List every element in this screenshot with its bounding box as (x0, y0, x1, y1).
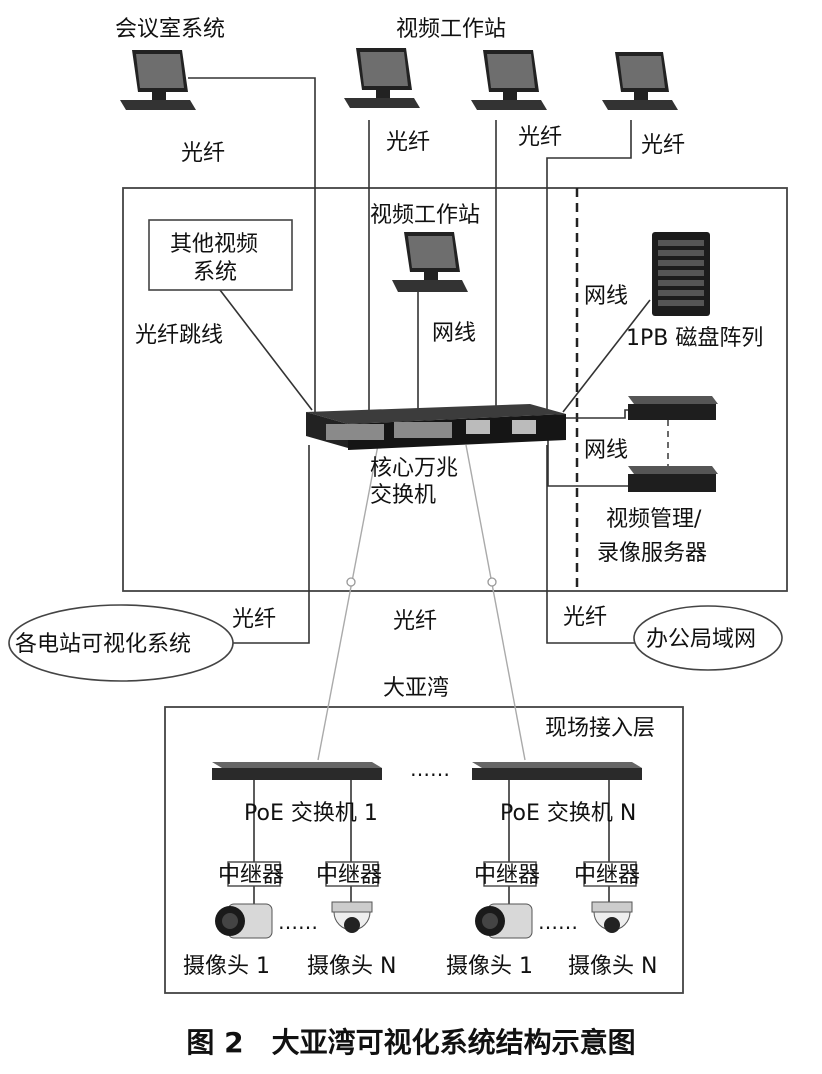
fiber-coupler-2 (487, 577, 497, 587)
core-switch-icon (306, 404, 566, 450)
label-video-workstation-top: 视频工作站 (396, 17, 506, 42)
monitor-icon-meeting-room (120, 50, 196, 110)
label-fiber-1: 光纤 (181, 141, 225, 166)
label-dayawan: 大亚湾 (383, 676, 449, 701)
label-fiber-5: 光纤 (232, 607, 276, 632)
label-video-server-2: 录像服务器 (597, 541, 707, 566)
label-field-access-layer: 现场接入层 (545, 716, 655, 741)
label-repeater-3: 中继器 (474, 863, 540, 888)
label-fiber-3: 光纤 (518, 125, 562, 150)
fiber-coupler-1 (346, 577, 356, 587)
wire-power-station (230, 445, 310, 644)
disk-array-icon (652, 232, 710, 316)
label-disk-array: 1PB 磁盘阵列 (626, 326, 763, 351)
wire-meeting-room (188, 77, 316, 412)
label-repeater-4: 中继器 (574, 863, 640, 888)
label-network-cable-2: 网线 (584, 284, 628, 309)
label-poe-switch-1: PoE 交换机 1 (244, 801, 378, 826)
label-repeater-2: 中继器 (316, 863, 382, 888)
label-video-workstation-inner: 视频工作站 (370, 203, 480, 228)
bullet-camera-icon-2 (475, 903, 533, 939)
repeater-box-2 (325, 861, 379, 887)
monitor-icon-ws-3 (602, 52, 678, 110)
repeater-box-4 (583, 861, 637, 887)
dome-camera-icon-1 (331, 901, 373, 933)
label-ellipsis-cam-1: …… (278, 910, 318, 934)
wire-field-2 (465, 444, 526, 761)
wire-ws-3 (546, 120, 632, 412)
wire-server-2 (547, 440, 630, 487)
label-power-station-system: 各电站可视化系统 (15, 632, 191, 657)
wire-field-1 (317, 444, 379, 761)
label-camera-n-b: 摄像头 N (568, 954, 657, 979)
server-icon-top (628, 396, 718, 420)
bullet-camera-icon-1 (215, 903, 273, 939)
label-other-video-system-2: 系统 (193, 260, 237, 285)
poe-switch-icon-1 (212, 762, 382, 780)
label-camera-1-b: 摄像头 1 (446, 954, 533, 979)
label-network-cable-3: 网线 (584, 438, 628, 463)
poe-switch-icon-n (472, 762, 642, 780)
label-other-video-system-1: 其他视频 (170, 232, 258, 257)
label-core-switch-1: 核心万兆 (370, 456, 458, 481)
label-fiber-2: 光纤 (386, 130, 430, 155)
figure-caption: 图 2 大亚湾可视化系统结构示意图 (186, 1026, 635, 1059)
label-video-server-1: 视频管理/ (606, 507, 702, 532)
label-ellipsis-cam-2: …… (538, 910, 578, 934)
label-repeater-1: 中继器 (218, 863, 284, 888)
other-video-system-box (148, 219, 293, 291)
label-fiber-patch-cord: 光纤跳线 (135, 323, 223, 348)
wire-other-video (219, 289, 313, 411)
label-fiber-4: 光纤 (641, 133, 685, 158)
wire-office-lan (546, 445, 635, 644)
repeater-box-1 (227, 861, 281, 887)
core-frame (122, 187, 788, 592)
monitor-icon-ws-inner (392, 232, 468, 292)
label-poe-switch-n: PoE 交换机 N (500, 801, 636, 826)
field-frame (164, 706, 684, 994)
monitor-icon-ws-1 (344, 48, 420, 108)
label-camera-1-a: 摄像头 1 (183, 954, 270, 979)
label-camera-n-a: 摄像头 N (307, 954, 396, 979)
label-ellipsis-switches: …… (410, 757, 450, 781)
monitor-icon-ws-2 (471, 50, 547, 110)
repeater-box-3 (483, 861, 537, 887)
wire-disk-array (562, 299, 651, 413)
server-icon-bottom (628, 466, 718, 492)
power-station-ellipse (8, 604, 234, 682)
label-core-switch-2: 交换机 (370, 483, 436, 508)
dome-camera-icon-2 (591, 901, 633, 933)
office-lan-ellipse (633, 605, 783, 671)
label-office-lan: 办公局域网 (646, 627, 756, 652)
label-fiber-7: 光纤 (563, 605, 607, 630)
label-meeting-room-system: 会议室系统 (115, 17, 225, 42)
label-network-cable-1: 网线 (432, 321, 476, 346)
label-fiber-6: 光纤 (393, 609, 437, 634)
